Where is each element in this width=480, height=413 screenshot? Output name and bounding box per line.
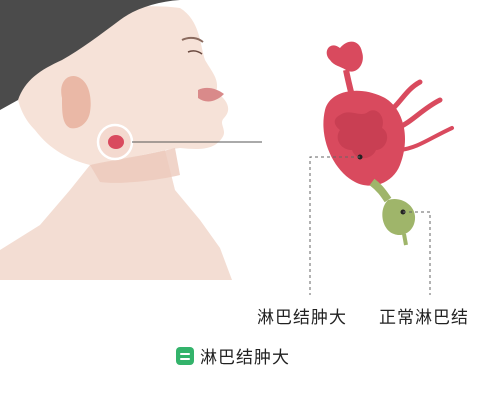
swollen-node-texture [334, 110, 388, 159]
normal-node [382, 198, 416, 236]
jaw-shadow [90, 148, 180, 183]
vessel-right-3 [398, 126, 454, 152]
vessel-top [326, 41, 363, 72]
figure-caption: 淋巴结肿大 [176, 343, 290, 368]
neck-node [108, 135, 124, 149]
leader-normal [403, 211, 431, 295]
label-swollen-node: 淋巴结肿大 [257, 308, 347, 328]
caption-text: 淋巴结肿大 [200, 348, 290, 368]
ear [61, 76, 91, 129]
label-normal-node: 正常淋巴结 [379, 308, 469, 328]
eyebrow [181, 36, 204, 43]
normal-node-figure [369, 178, 416, 246]
eye [187, 50, 203, 55]
neck-shoulder [0, 150, 232, 280]
normal-node-connector [369, 178, 392, 203]
leader-swollen [309, 156, 360, 295]
hair [0, 0, 200, 110]
lips [198, 87, 224, 102]
normal-node-tail [402, 233, 408, 246]
card-icon [176, 346, 194, 365]
head-neck-figure [0, 0, 262, 280]
swollen-node-figure [323, 41, 454, 186]
